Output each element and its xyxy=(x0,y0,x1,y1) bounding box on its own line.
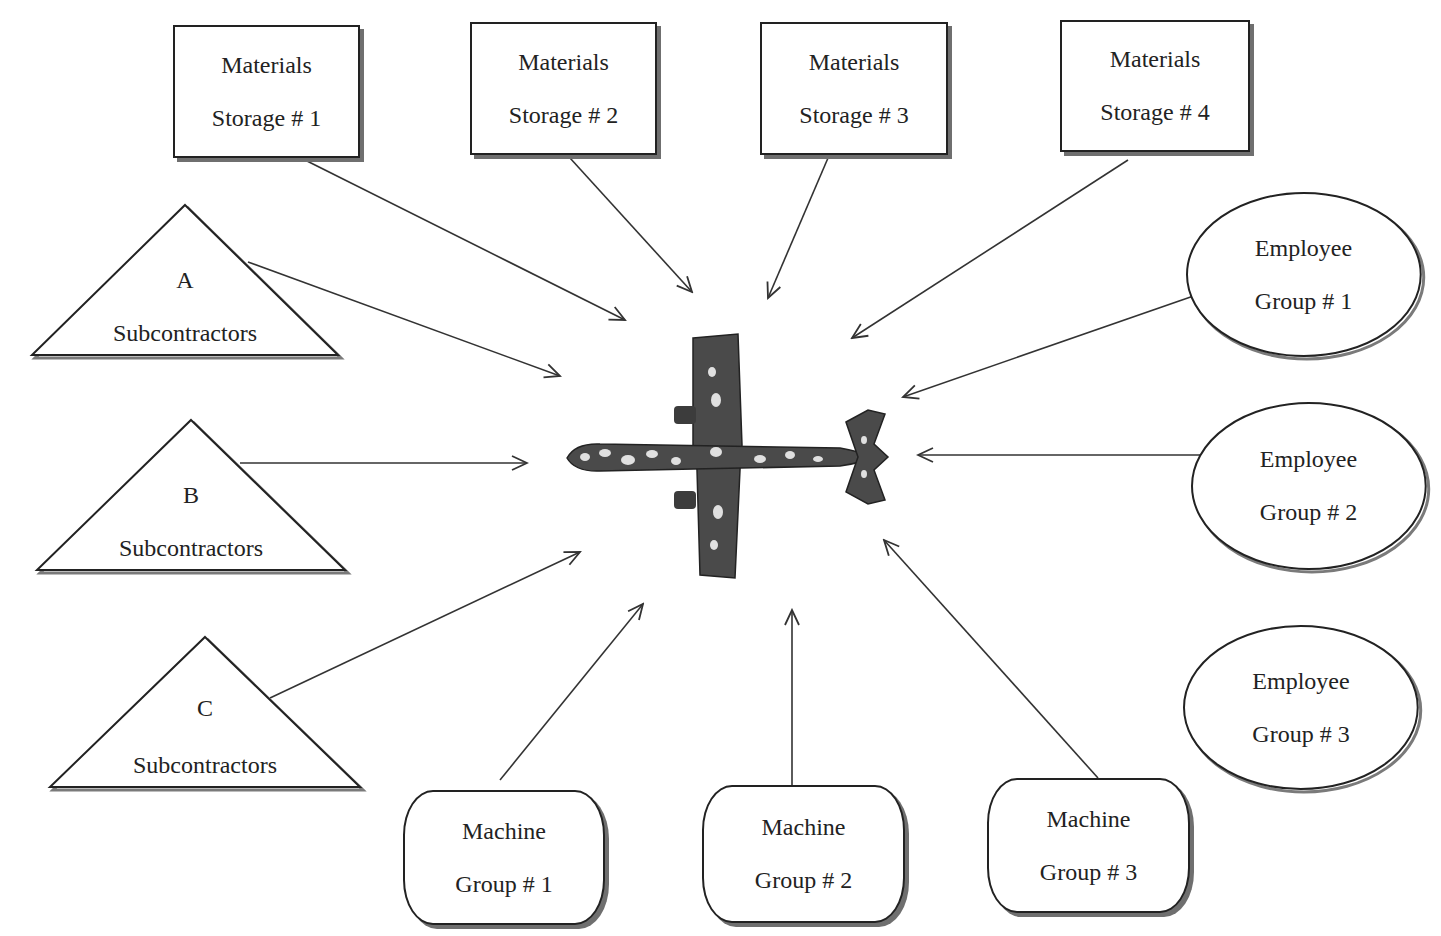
ellipse-border xyxy=(1187,193,1421,356)
pointer-arrow xyxy=(918,454,1210,456)
machine-box: Machine Group # 2 xyxy=(702,785,905,923)
storage-box: Materials Storage # 2 xyxy=(470,22,657,155)
node-label: Subcontractors xyxy=(119,533,263,562)
subcontractor-triangle: B Subcontractors xyxy=(37,420,345,570)
machine-box: Machine Group # 1 xyxy=(403,790,605,925)
pointer-arrow xyxy=(305,160,625,320)
node-label: Subcontractors xyxy=(113,318,257,347)
node-label: Materials Storage # 3 xyxy=(779,36,929,142)
storage-box: Materials Storage # 1 xyxy=(173,25,360,158)
node-label: Materials Storage # 4 xyxy=(1080,33,1230,139)
employee-circle: Employee Group # 3 xyxy=(1183,625,1419,790)
subcontractor-triangle: C Subcontractors xyxy=(50,637,360,787)
node-label: Machine Group # 3 xyxy=(1014,793,1164,899)
ellipse-border xyxy=(1192,403,1426,569)
ellipse-outline xyxy=(1186,192,1422,357)
subcontractor-triangle: A Subcontractors xyxy=(32,205,338,355)
group-letter: B xyxy=(183,481,199,510)
employee-circle: Employee Group # 2 xyxy=(1191,402,1427,570)
pointer-arrow xyxy=(240,462,527,464)
triangle-border xyxy=(37,420,345,570)
airplane xyxy=(567,334,888,578)
pointer-arrow xyxy=(884,540,1098,778)
node-label: Machine Group # 1 xyxy=(429,805,579,911)
pointer-arrow xyxy=(852,160,1128,338)
group-letter: A xyxy=(176,266,193,295)
pointer-arrow xyxy=(500,604,643,780)
triangle-border xyxy=(32,205,338,355)
ellipse-outline xyxy=(1191,402,1427,570)
node-label: Materials Storage # 1 xyxy=(192,39,342,145)
group-letter: C xyxy=(197,693,213,722)
node-label: Machine Group # 2 xyxy=(729,801,879,907)
pointer-arrow xyxy=(768,158,828,298)
storage-box: Materials Storage # 4 xyxy=(1060,20,1250,152)
node-label: Employee Group # 1 xyxy=(1228,222,1378,328)
ellipse-outline xyxy=(1183,625,1419,790)
node-label: Employee Group # 3 xyxy=(1226,655,1376,761)
node-label: Subcontractors xyxy=(133,750,277,779)
pointer-arrow xyxy=(570,158,692,292)
ellipse-border xyxy=(1184,626,1418,789)
employee-circle: Employee Group # 1 xyxy=(1186,192,1422,357)
machine-box: Machine Group # 3 xyxy=(987,778,1190,913)
storage-box: Materials Storage # 3 xyxy=(760,22,948,155)
node-label: Employee Group # 2 xyxy=(1233,433,1383,539)
pointer-arrow xyxy=(903,292,1205,397)
node-label: Materials Storage # 2 xyxy=(489,36,639,142)
triangle-border xyxy=(50,637,360,787)
pointer-arrow xyxy=(791,610,793,785)
